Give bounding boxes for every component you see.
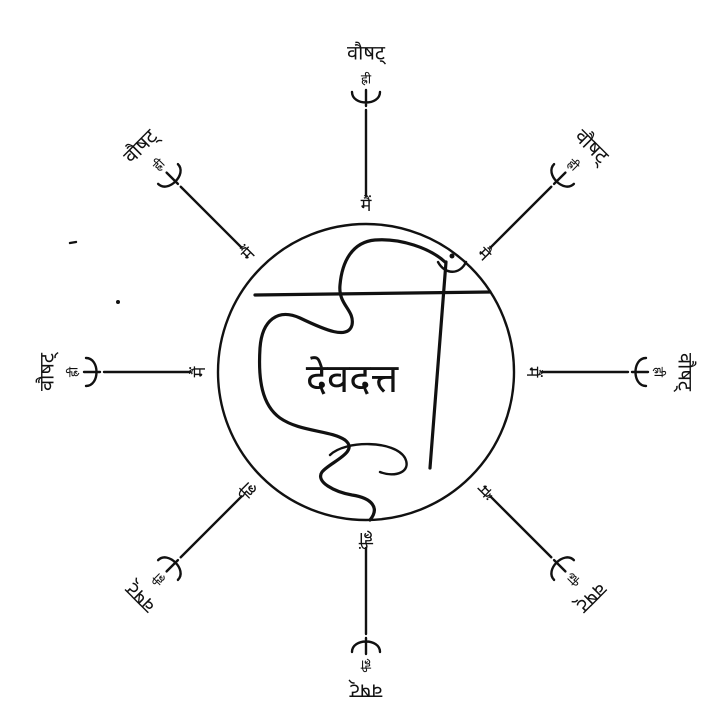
spoke-south-west: ह्रीह्रीवषट् xyxy=(119,477,261,618)
inner-loop xyxy=(330,444,407,474)
spoke-north-east: मैह्रीवौषट् xyxy=(473,124,615,266)
spoke-trident xyxy=(632,358,648,386)
center-name: देवदत्त xyxy=(306,356,400,402)
spoke-north-west: मैंह्रीवौषट् xyxy=(118,123,260,265)
spoke-line xyxy=(181,496,242,557)
spoke-line xyxy=(490,496,551,557)
stray-dash xyxy=(70,242,76,243)
horizontal-bar xyxy=(255,292,490,295)
stray-dot xyxy=(116,300,120,304)
spoke-trident xyxy=(352,638,380,654)
spoke-west: मैं ह्री वौषट् xyxy=(35,352,211,391)
spoke-trident xyxy=(352,90,380,106)
spoke-south-east: मैंह्रीवषट् xyxy=(472,479,612,620)
spoke-east: मैं ह्री वौषट् xyxy=(522,353,698,392)
spoke-inner-label: ह्रीं xyxy=(359,528,374,550)
spoke-line xyxy=(181,187,242,248)
spoke-line xyxy=(490,187,551,248)
spoke-mid-label: ह्री xyxy=(361,72,372,88)
spoke-outer-label: वौषट् xyxy=(347,41,386,66)
spoke-mid-label: ह्री xyxy=(360,657,371,673)
spoke-mid-label: ह्री xyxy=(651,367,667,378)
spoke-outer-label: वौषट् xyxy=(672,353,697,392)
spoke-north: मैं ह्री वौषट् xyxy=(347,41,386,217)
spoke-inner-label: मैं xyxy=(522,367,544,379)
chandrabindu-dot xyxy=(450,254,455,259)
spoke-outer-label: वषट् xyxy=(348,678,382,703)
spoke-mid-label: ह्री xyxy=(66,366,82,377)
spoke-inner-label: मैं xyxy=(188,365,210,377)
spoke-trident xyxy=(84,358,100,386)
chandrabindu-mark xyxy=(438,262,466,272)
spoke-south: ह्रीं ह्री वषट् xyxy=(348,528,382,704)
spoke-inner-label: मैं xyxy=(361,194,373,216)
spoke-outer-label: वौषट् xyxy=(35,352,60,391)
